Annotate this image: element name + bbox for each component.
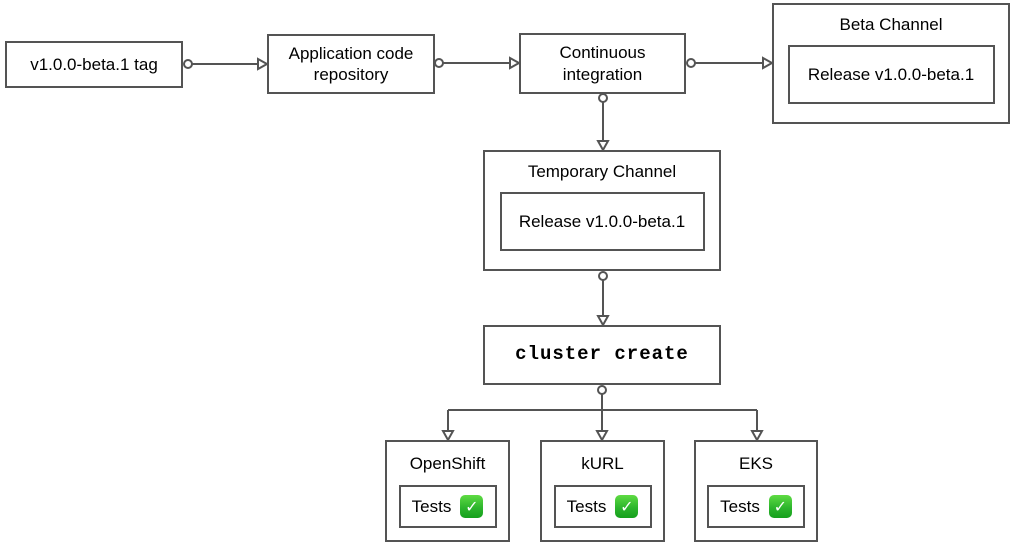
tests-label: Tests: [566, 496, 607, 516]
edge-cluster-create-to-clusters: [441, 385, 764, 443]
success-check-icon: ✓: [615, 495, 639, 518]
node-openshift: OpenShift Tests ✓: [385, 440, 510, 542]
arrowhead-icon: [762, 56, 775, 70]
node-kurl: kURL Tests ✓: [540, 440, 665, 542]
edge-repository-to-ci: [434, 56, 522, 70]
arrowhead-icon: [257, 57, 270, 71]
node-eks: EKS Tests ✓: [694, 440, 818, 542]
success-check-icon: ✓: [768, 495, 792, 518]
arrowhead-icon: [509, 56, 522, 70]
openshift-tests-box: Tests ✓: [398, 485, 497, 528]
edge-ci-to-temporary-channel: [596, 93, 610, 153]
node-continuous-integration: Continuous integration: [519, 33, 686, 94]
temporary-channel-title: Temporary Channel: [527, 162, 677, 181]
edge-ci-to-beta-channel: [686, 56, 775, 70]
node-temporary-channel: Temporary Channel Release v1.0.0-beta.1: [483, 150, 721, 271]
node-beta-channel: Beta Channel Release v1.0.0-beta.1: [772, 3, 1010, 124]
temporary-channel-release: Release v1.0.0-beta.1: [499, 192, 705, 251]
node-version-tag: v1.0.0-beta.1 tag: [5, 41, 183, 88]
edge-source-circle: [598, 271, 608, 281]
success-check-icon: ✓: [460, 495, 484, 518]
beta-channel-release: Release v1.0.0-beta.1: [787, 45, 995, 104]
node-cluster-create: cluster create: [483, 325, 721, 385]
arrowhead-icon: [595, 430, 609, 443]
edge-temporary-channel-to-cluster-create: [596, 271, 610, 328]
tests-label: Tests: [411, 496, 452, 516]
kurl-title: kURL: [581, 453, 624, 473]
edge-source-circle: [686, 58, 696, 68]
beta-channel-title: Beta Channel: [839, 15, 943, 34]
kurl-tests-box: Tests ✓: [553, 485, 652, 528]
arrowhead-icon: [596, 315, 610, 328]
arrowhead-icon: [441, 430, 455, 443]
edge-source-circle: [434, 58, 444, 68]
eks-title: EKS: [738, 453, 774, 473]
eks-tests-box: Tests ✓: [707, 485, 805, 528]
arrowhead-icon: [750, 430, 764, 443]
edge-source-circle: [598, 93, 608, 103]
edge-source-circle: [597, 385, 607, 395]
openshift-title: OpenShift: [409, 453, 486, 473]
arrowhead-icon: [596, 140, 610, 153]
node-application-code-repository: Application code repository: [267, 34, 435, 94]
edge-tag-to-repository: [183, 57, 270, 71]
edge-source-circle: [183, 59, 193, 69]
tests-label: Tests: [720, 496, 760, 516]
